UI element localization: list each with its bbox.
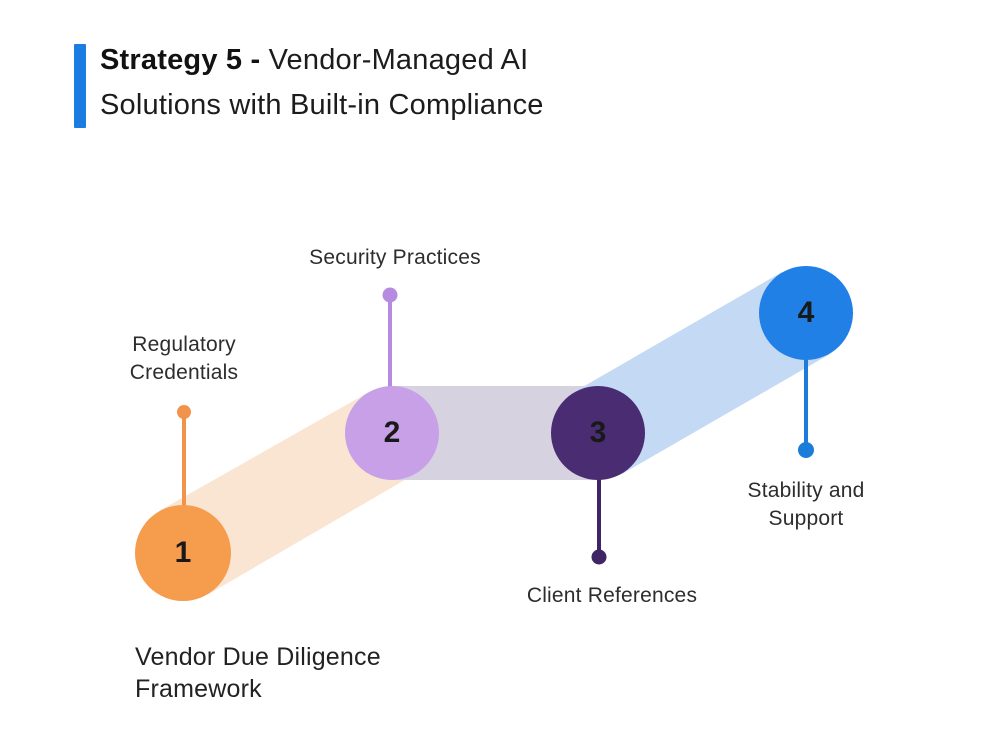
step1-label: Regulatory Credentials: [64, 331, 304, 387]
step3-number: 3: [589, 416, 607, 449]
diagram-caption-line2: Framework: [135, 675, 262, 703]
step3-label: Client References: [492, 582, 732, 610]
page-title: Strategy 5 - Vendor-Managed AI Solutions…: [100, 38, 640, 128]
step4-circle: [759, 266, 853, 360]
step2-label-line1: Security Practices: [309, 246, 481, 269]
step1-label-line1: Regulatory: [132, 333, 236, 356]
step2-number: 2: [383, 416, 401, 449]
step4-marker-dot: [798, 442, 814, 458]
step1-circle: [135, 505, 231, 601]
step3-label-line1: Client References: [526, 584, 698, 607]
step1-marker-dot: [177, 405, 191, 419]
step2-label: Security Practices: [275, 244, 515, 272]
step4-label: Stability and Support: [686, 477, 926, 533]
page-title-rest: Vendor-Managed AI Solutions with Built-i…: [100, 44, 544, 121]
diagram-caption-line1: Vendor Due Diligence: [135, 643, 381, 671]
step4-number: 4: [797, 296, 815, 329]
step1-label-line2: Credentials: [129, 361, 239, 384]
step1-number: 1: [174, 536, 192, 569]
step4-label-line2: Support: [768, 507, 844, 530]
step2-marker-dot: [382, 287, 398, 303]
title-accent-bar: [74, 44, 86, 128]
step4-label-line1: Stability and: [747, 479, 865, 502]
step3-circle: [551, 386, 645, 480]
step2-circle: [345, 386, 439, 480]
diagram-caption: Vendor Due Diligence Framework: [135, 641, 495, 705]
step3-marker-dot: [591, 549, 607, 565]
page-title-bold: Strategy 5 -: [100, 44, 261, 76]
